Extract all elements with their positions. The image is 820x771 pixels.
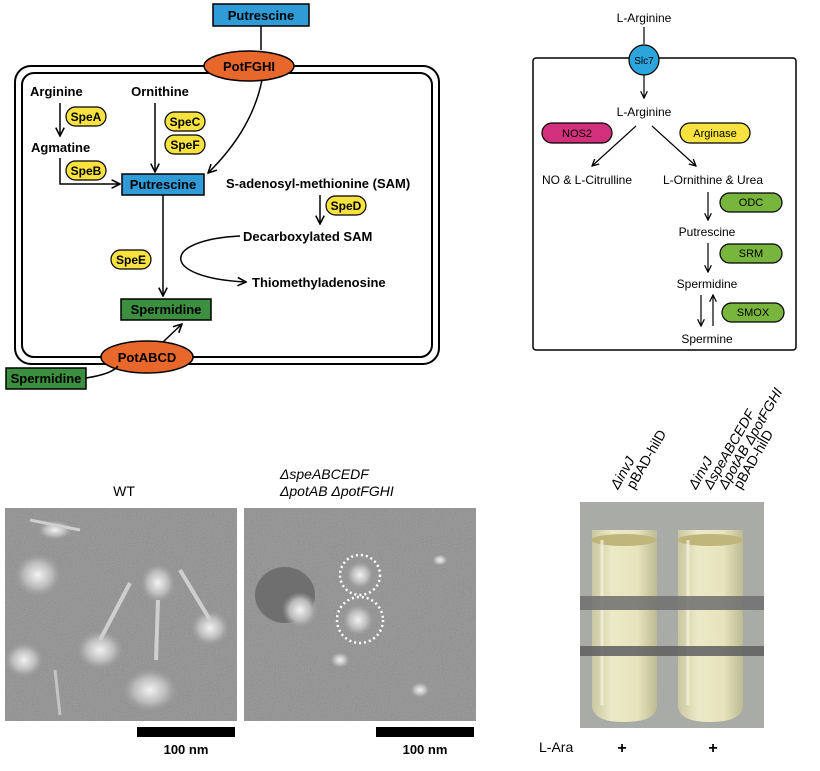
sam-label: S-adenosyl-methionine (SAM): [226, 176, 410, 191]
spef-enzyme: [164, 134, 206, 155]
tube1-plus: +: [617, 740, 626, 757]
host-cell-membrane: [532, 57, 797, 351]
l-arginine-internal-label: L-Arginine: [617, 105, 672, 119]
dcsam-label: Decarboxylated SAM: [243, 229, 372, 244]
potfghi-label: PotFGHI: [223, 59, 275, 74]
spef-label: SpeF: [170, 138, 199, 152]
wt-label: WT: [113, 483, 135, 499]
spec-enzyme: [164, 111, 206, 132]
arginase-enzyme: [679, 122, 751, 144]
spee-label: SpeE: [116, 253, 146, 267]
arginine-label: Arginine: [30, 84, 83, 99]
sped-label: SpeD: [331, 199, 362, 213]
lara-label: L-Ara: [539, 739, 573, 755]
spea-label: SpeA: [71, 110, 102, 124]
speb-enzyme: [65, 160, 107, 181]
sped-enzyme: [325, 195, 367, 216]
panel-d-culture-tubes: ΔinvJ pBAD-hilD ΔinvJ ΔspeABCEDF ΔpotAB …: [539, 385, 786, 757]
scalebar-2-label: 100 nm: [403, 742, 448, 757]
spermidine-box: [120, 298, 212, 321]
spermidine-host-label: Spermidine: [677, 277, 738, 291]
scalebar-1: [137, 727, 235, 737]
potabcd-transporter: [100, 340, 194, 374]
nos2-enzyme: [541, 122, 613, 144]
slc7-label: Slc7: [634, 56, 654, 67]
spermidine-external-box: [5, 367, 87, 390]
odc-label: ODC: [739, 197, 764, 209]
spec-label: SpeC: [170, 115, 201, 129]
potfghi-transporter: [203, 50, 295, 82]
smox-label: SMOX: [737, 307, 770, 319]
nos2-label: NOS2: [562, 128, 592, 140]
putrescine-label: Putrescine: [130, 177, 196, 192]
spermidine-external-label: Spermidine: [11, 371, 82, 386]
agmatine-label: Agmatine: [31, 140, 90, 155]
culture-tube-photo: [580, 502, 764, 728]
scalebar-1-label: 100 nm: [164, 742, 209, 757]
arginase-label: Arginase: [693, 128, 736, 140]
srm-enzyme: [719, 243, 783, 264]
smox-enzyme: [721, 302, 785, 323]
spee-enzyme: [110, 249, 152, 270]
putrescine-external-label: Putrescine: [228, 8, 294, 23]
l-arginine-external-label: L-Arginine: [617, 11, 672, 25]
panel-c-electron-micrographs: WT ΔspeABCEDF ΔpotAB ΔpotFGHI: [4, 466, 476, 757]
tube2-plus: +: [708, 740, 717, 757]
odc-enzyme: [719, 192, 783, 213]
ornithine-label: Ornithine: [131, 84, 189, 99]
panel-b-host-arginine-metabolism: L-Arginine Slc7 L-Arginine NOS2 Arginase…: [532, 11, 797, 351]
srm-label: SRM: [739, 248, 763, 260]
no-citrulline-label: NO & L-Citrulline: [542, 173, 632, 187]
spea-enzyme: [65, 106, 107, 127]
wt-micrograph: [4, 508, 237, 721]
mutant-label-line2: ΔpotAB ΔpotFGHI: [279, 483, 394, 499]
mutant-micrograph: [244, 508, 476, 721]
scalebar-2: [376, 727, 474, 737]
putrescine-host-label: Putrescine: [679, 225, 736, 239]
speb-label: SpeB: [71, 164, 102, 178]
potabcd-label: PotABCD: [118, 350, 177, 365]
spermine-label: Spermine: [681, 332, 733, 346]
mta-label: Thiomethyladenosine: [252, 275, 386, 290]
mutant-label-line1: ΔspeABCEDF: [279, 466, 370, 482]
panel-a-bacterial-polyamine-pathway: Putrescine PotFGHI Arginine SpeA Agmatin…: [5, 3, 440, 390]
ornithine-urea-label: L-Ornithine & Urea: [663, 173, 763, 187]
spermidine-label: Spermidine: [131, 302, 202, 317]
